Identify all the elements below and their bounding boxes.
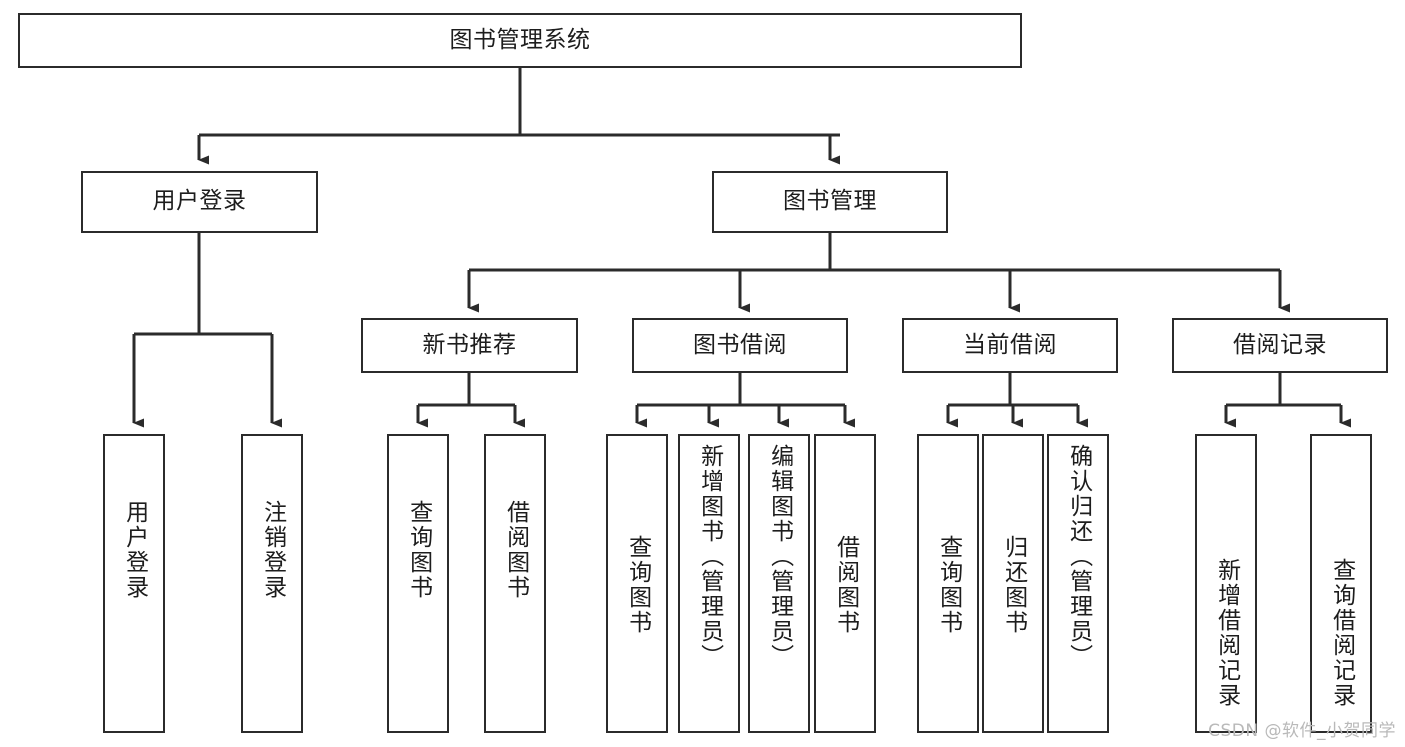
- edge-bookmanage-to-level2: [467, 233, 1290, 313]
- node-leaf-borrow-book-2-label: 借阅图书: [832, 535, 859, 635]
- node-leaf-logout-label: 注销登录: [259, 500, 286, 600]
- node-leaf-query-book-1[interactable]: 查询图书: [387, 434, 449, 733]
- node-borrow-record[interactable]: 借阅记录: [1172, 318, 1388, 373]
- edge-userlogin-to-leaves: [132, 233, 282, 428]
- node-leaf-query-record-label: 查询借阅记录: [1328, 558, 1355, 708]
- node-book-borrow-label: 图书借阅: [693, 331, 787, 358]
- node-leaf-return-book[interactable]: 归还图书: [982, 434, 1044, 733]
- node-new-book-rec-label: 新书推荐: [422, 331, 517, 358]
- node-leaf-query-book-2[interactable]: 查询图书: [606, 434, 668, 733]
- node-leaf-add-book[interactable]: 新增图书（管理员）: [678, 434, 740, 733]
- node-leaf-add-record-label: 新增借阅记录: [1213, 558, 1240, 708]
- node-leaf-return-book-label: 归还图书: [1000, 535, 1027, 635]
- node-book-borrow[interactable]: 图书借阅: [632, 318, 848, 373]
- edge-bookborrow-to-leaves: [635, 373, 855, 428]
- node-leaf-confirm-return-label: 确认归还（管理员）: [1065, 444, 1092, 669]
- node-leaf-borrow-book-1[interactable]: 借阅图书: [484, 434, 546, 733]
- node-leaf-query-book-1-label: 查询图书: [405, 500, 432, 600]
- node-current-borrow[interactable]: 当前借阅: [902, 318, 1118, 373]
- node-leaf-borrow-book-1-label: 借阅图书: [502, 500, 529, 600]
- node-user-login-label: 用户登录: [152, 188, 247, 215]
- node-leaf-edit-book[interactable]: 编辑图书（管理员）: [748, 434, 810, 733]
- node-user-login[interactable]: 用户登录: [81, 171, 318, 233]
- node-leaf-borrow-book-2[interactable]: 借阅图书: [814, 434, 876, 733]
- node-leaf-edit-book-label: 编辑图书（管理员）: [766, 444, 793, 669]
- node-book-manage-label: 图书管理: [783, 188, 877, 215]
- edge-borrowrecord-to-leaves: [1224, 373, 1351, 428]
- node-current-borrow-label: 当前借阅: [963, 331, 1057, 358]
- edge-currentborrow-to-leaves: [946, 373, 1088, 428]
- node-leaf-query-book-3[interactable]: 查询图书: [917, 434, 979, 733]
- node-leaf-confirm-return[interactable]: 确认归还（管理员）: [1047, 434, 1109, 733]
- edge-root-to-level1: [197, 68, 840, 165]
- node-root[interactable]: 图书管理系统: [18, 13, 1022, 68]
- watermark-text: CSDN @软件_小贺同学: [1208, 721, 1396, 741]
- node-borrow-record-label: 借阅记录: [1233, 331, 1327, 358]
- node-root-label: 图书管理系统: [449, 26, 591, 53]
- node-book-manage[interactable]: 图书管理: [712, 171, 948, 233]
- node-leaf-user-login-label: 用户登录: [121, 500, 148, 600]
- node-new-book-rec[interactable]: 新书推荐: [361, 318, 578, 373]
- node-leaf-add-book-label: 新增图书（管理员）: [696, 444, 723, 669]
- node-leaf-query-book-3-label: 查询图书: [935, 535, 962, 635]
- edge-newbook-to-leaves: [416, 373, 525, 428]
- node-leaf-logout[interactable]: 注销登录: [241, 434, 303, 733]
- node-leaf-user-login[interactable]: 用户登录: [103, 434, 165, 733]
- node-leaf-add-record[interactable]: 新增借阅记录: [1195, 434, 1257, 733]
- node-leaf-query-book-2-label: 查询图书: [624, 535, 651, 635]
- node-leaf-query-record[interactable]: 查询借阅记录: [1310, 434, 1372, 733]
